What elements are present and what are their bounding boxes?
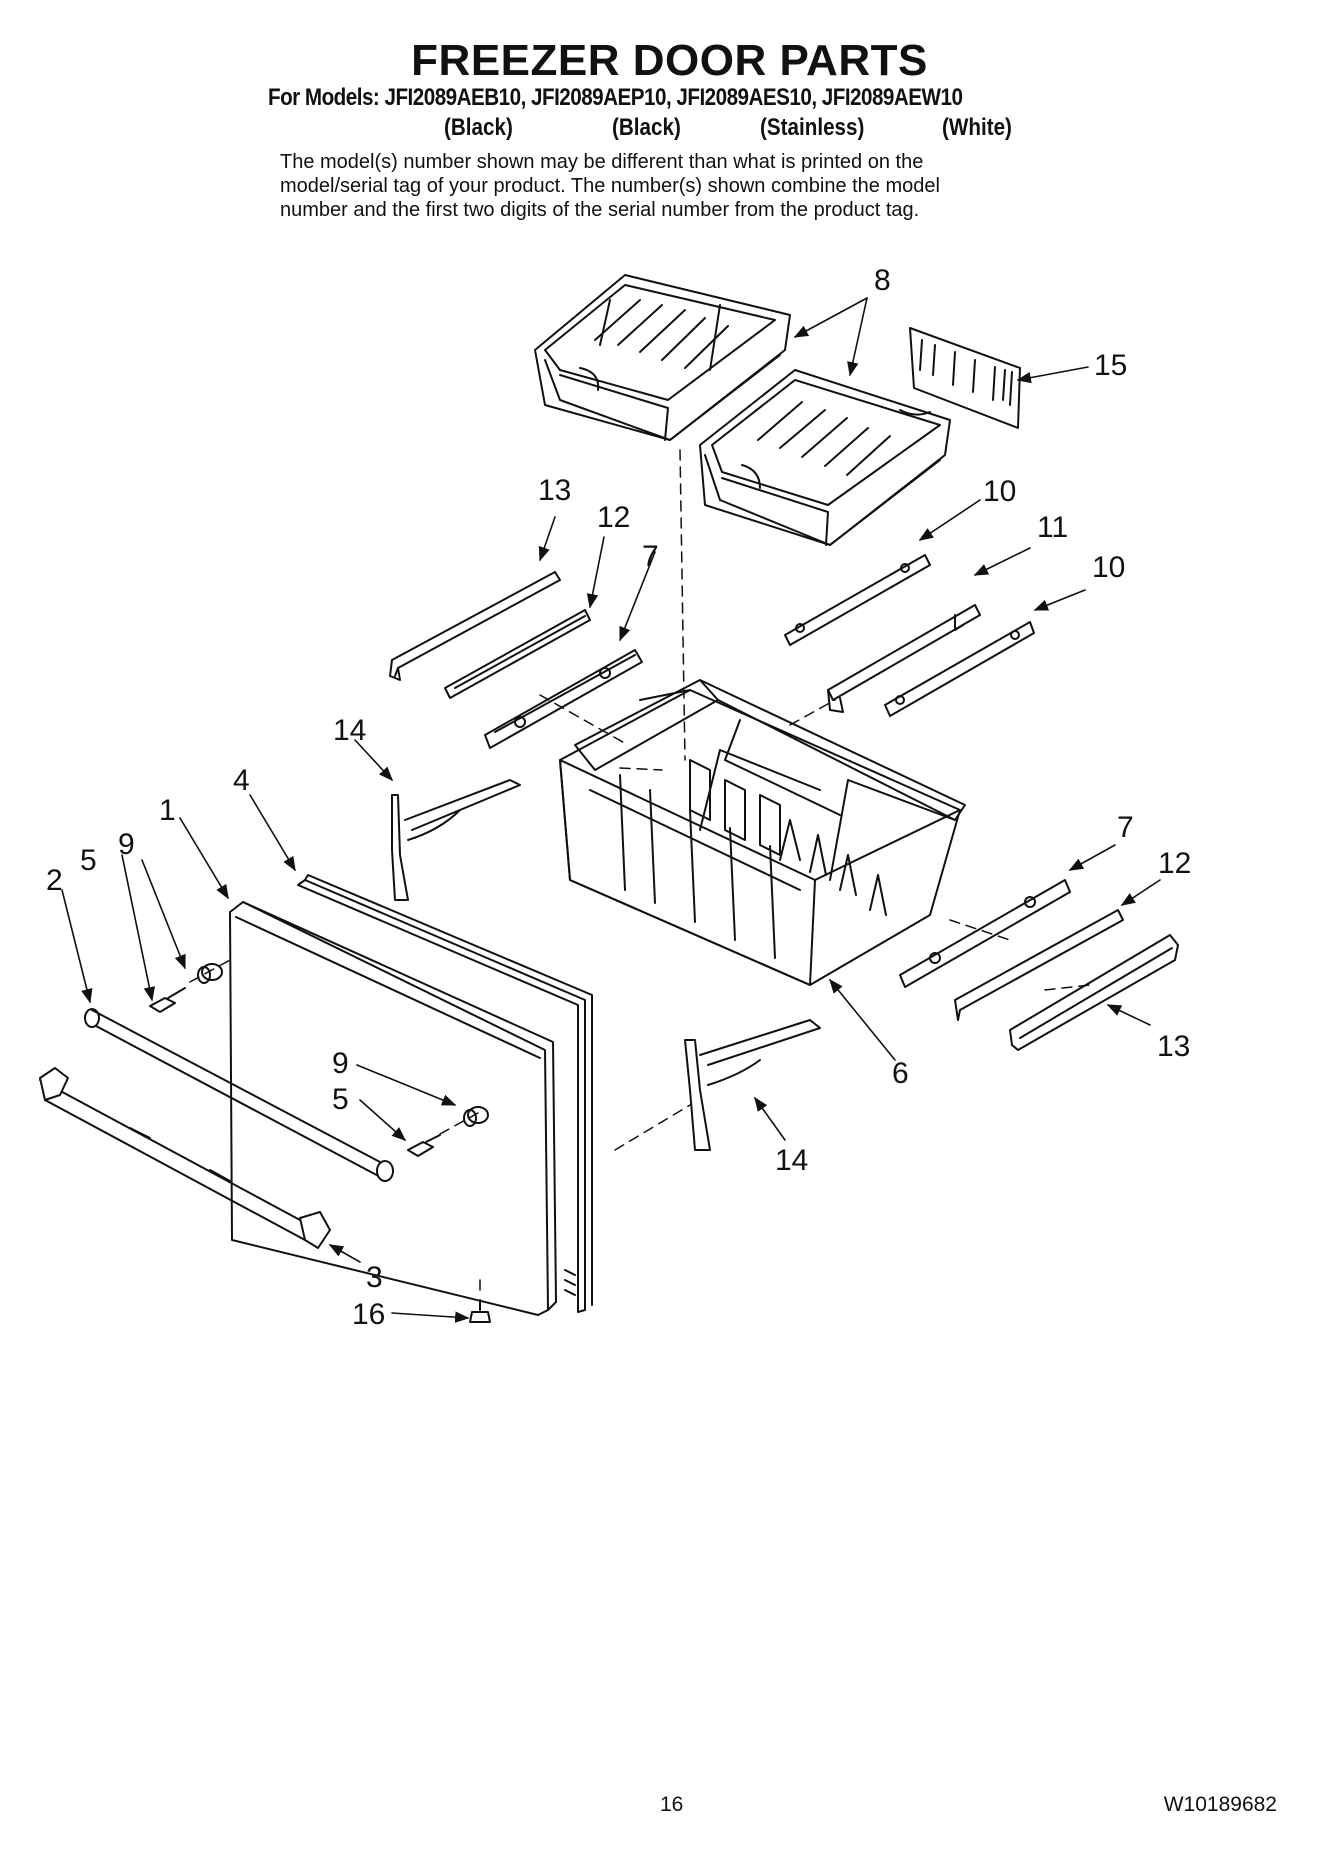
part-12-slide-left [444,609,591,699]
callout-numbers: 8 15 13 12 7 10 11 10 14 4 1 2 5 9 7 12 … [46,264,1191,1331]
callout-14-lower: 14 [775,1144,808,1177]
callout-8: 8 [874,264,891,297]
model-color-4: (White) [942,114,1012,141]
note-line-3: number and the first two digits of the s… [280,199,920,221]
part-4-door-gasket [297,874,593,1313]
callout-5-lower: 5 [332,1083,349,1116]
leader-arrows [61,297,1161,1323]
part-6-drawer-basket [559,679,966,986]
callout-1: 1 [159,794,176,827]
part-5-stud-lower [407,1134,441,1157]
part-15-divider [909,327,1021,429]
models-line: For Models: JFI2089AEB10, JFI2089AEP10, … [268,84,963,111]
callout-7-upper: 7 [642,540,659,573]
callout-6: 6 [892,1057,909,1090]
part-12-slide-right [954,909,1124,1021]
part-1-door-panel [229,901,557,1316]
part-10-rail-lower [884,621,1035,717]
note-line-2: model/serial tag of your product. The nu… [280,175,940,197]
callout-10-upper: 10 [983,475,1016,508]
part-10-rail-upper [784,554,931,646]
callout-13-upper: 13 [538,474,571,507]
callout-7-lower: 7 [1117,811,1134,844]
part-7-rail-left [484,649,643,749]
callout-9-upper: 9 [118,828,135,861]
page-number: 16 [660,1793,684,1816]
callout-15: 15 [1094,349,1127,382]
page-title: FREEZER DOOR PARTS [411,36,928,85]
model-color-2: (Black) [612,114,681,141]
part-8-basket-upper [534,274,791,441]
part-11-rail-bracket [827,604,981,713]
part-13-rail-cover-right [1009,934,1179,1051]
callout-14-upper: 14 [333,714,366,747]
model-number-note: The model(s) number shown may be differe… [280,150,1080,222]
part-14-support-left [391,779,521,901]
callout-3: 3 [366,1261,383,1294]
part-9-spacer-upper [197,963,223,984]
part-2-handle-upper [84,1008,394,1182]
callout-2: 2 [46,864,63,897]
part-8-basket-lower [699,369,951,546]
part-14-support-right [684,1019,821,1151]
callout-4: 4 [233,764,250,797]
part-3-handle-lower [39,1067,331,1249]
callout-12-upper: 12 [597,501,630,534]
note-line-1: The model(s) number shown may be differe… [280,151,924,173]
callout-10-lower: 10 [1092,551,1125,584]
callout-12-lower: 12 [1158,847,1191,880]
callout-9-lower: 9 [332,1047,349,1080]
model-color-1: (Black) [444,114,513,141]
model-color-3: (Stainless) [760,114,865,141]
part-7-rail-right [899,879,1071,988]
part-13-rail-cover-left [389,571,561,681]
callout-16: 16 [352,1298,385,1331]
document-number: W10189682 [1163,1793,1277,1816]
callout-11: 11 [1037,511,1068,544]
assembly-lines [189,449,1091,1291]
part-16-foot [469,1299,491,1323]
part-9-spacer-lower [463,1106,489,1127]
callout-5-upper: 5 [80,844,97,877]
part-5-stud-upper [149,987,186,1013]
callout-13-lower: 13 [1157,1030,1190,1063]
